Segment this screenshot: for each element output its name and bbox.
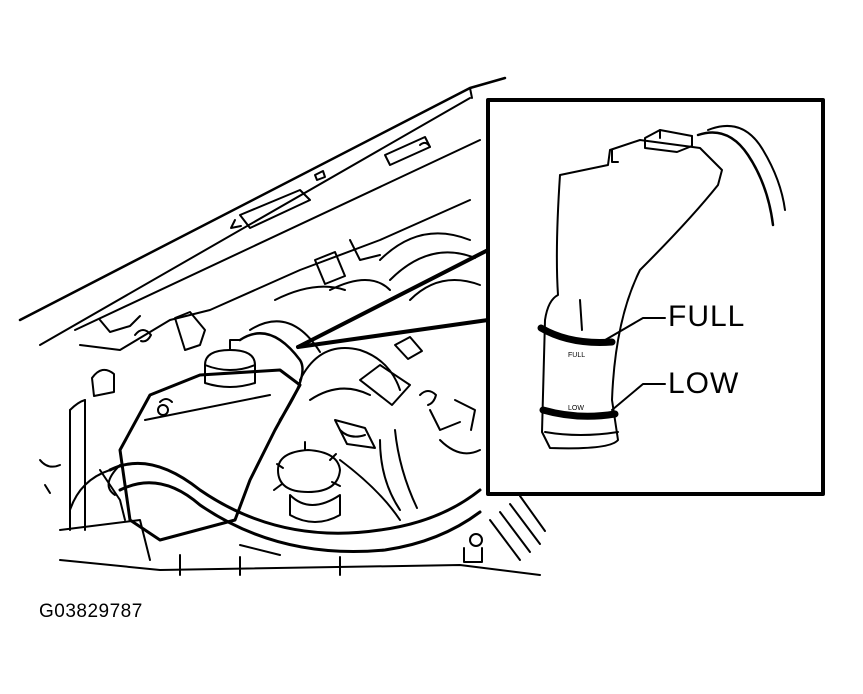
callout-leader-lines [296, 248, 490, 349]
full-level-label: FULL [668, 300, 746, 333]
reservoir-detail [537, 125, 786, 450]
engine-bay [18, 76, 546, 576]
figure-code: G03829787 [39, 601, 143, 622]
detail-inset: FULL LOW [486, 98, 825, 496]
reservoir-full-mark: FULL [568, 352, 585, 359]
label-leaders [599, 317, 666, 411]
low-level-label: LOW [668, 367, 740, 400]
reservoir-low-mark: LOW [568, 405, 584, 412]
